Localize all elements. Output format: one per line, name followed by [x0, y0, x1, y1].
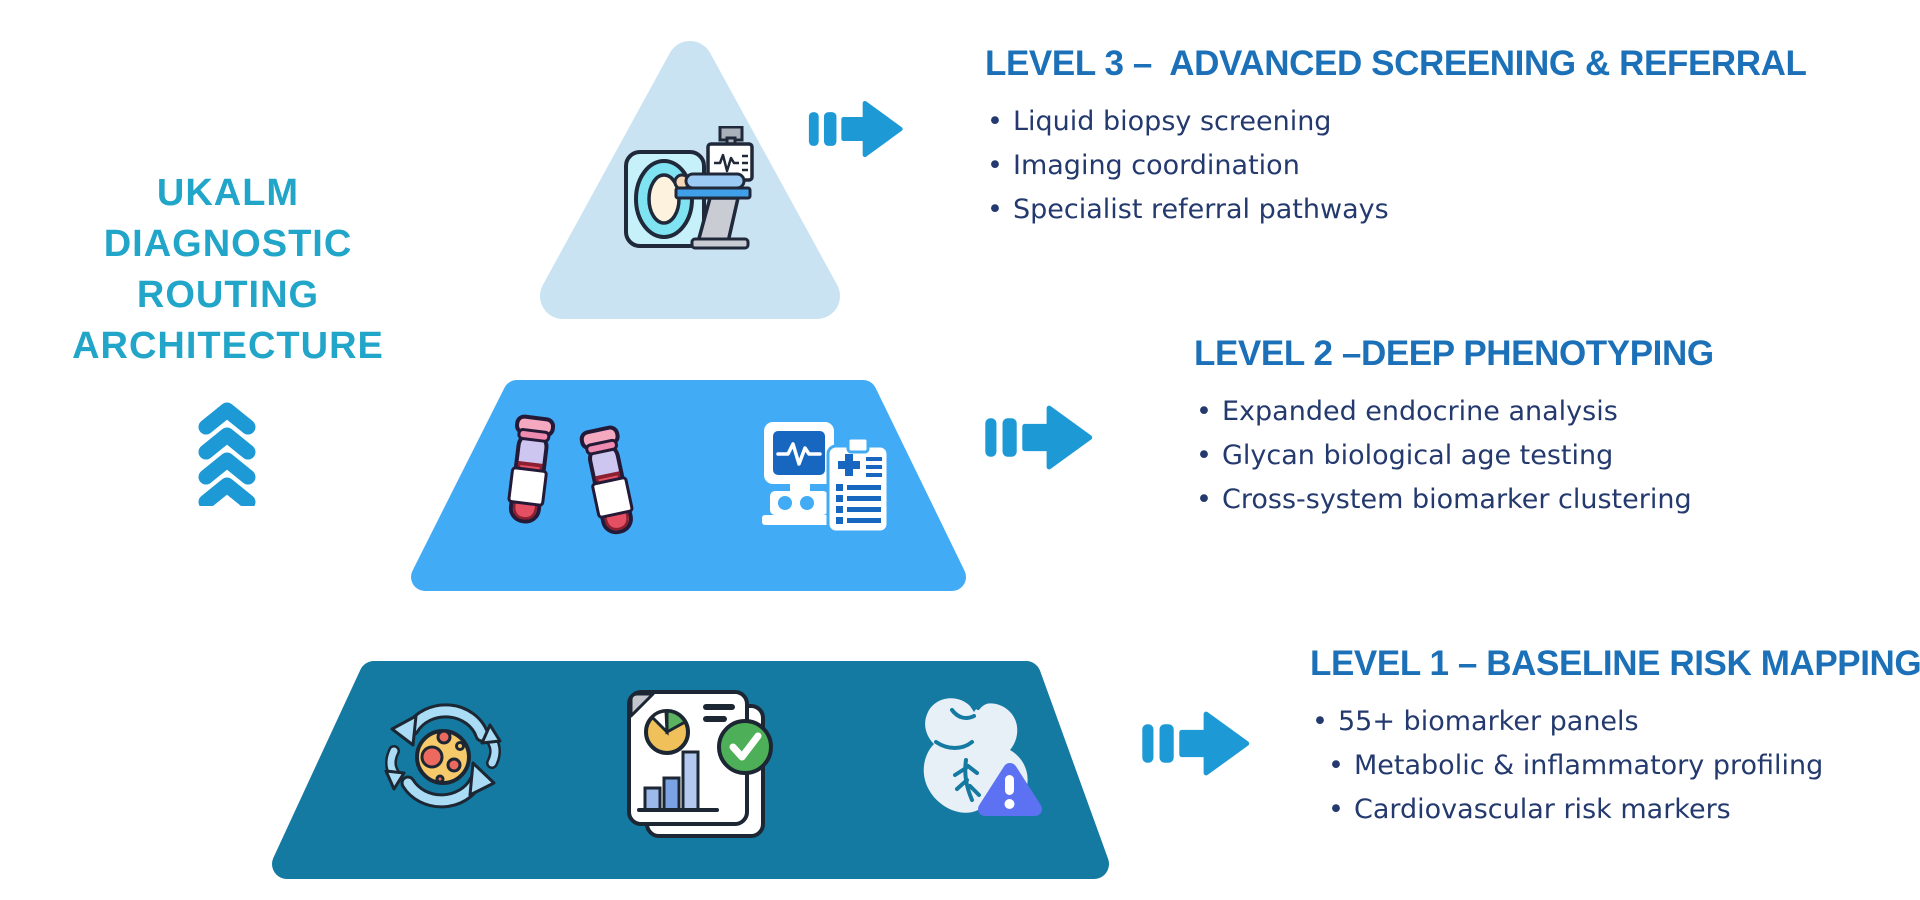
chevrons-up-icon — [198, 402, 256, 506]
level-2-heading: LEVEL 2 –DEEP PHENOTYPING — [1194, 334, 1714, 373]
title-line-2: ROUTING — [136, 274, 320, 316]
level-2-bullet-list: Expanded endocrine analysis Glycan biolo… — [1194, 390, 1920, 522]
arrow-right-level3-icon — [808, 95, 904, 163]
level-1-bullet-list: 55+ biomarker panels Metabolic & inflamm… — [1310, 700, 1920, 832]
bullet-item: Liquid biopsy screening — [985, 100, 1825, 144]
vitals-monitor-clipboard-icon — [762, 422, 890, 534]
bullet-text: Liquid biopsy screening — [1013, 106, 1332, 137]
bullet-item: Specialist referral pathways — [985, 188, 1825, 232]
bullet-text: Metabolic & inflammatory profiling — [1354, 750, 1824, 781]
metabolic-cycle-icon — [384, 703, 502, 809]
bullet-text: 55+ biomarker panels — [1338, 706, 1639, 737]
bullet-text: Cardiovascular risk markers — [1354, 794, 1731, 825]
title-line-1: UKALM DIAGNOSTIC — [103, 172, 353, 265]
blood-sample-tubes-icon — [507, 414, 634, 535]
bullet-text: Expanded endocrine analysis — [1222, 396, 1618, 427]
bullet-text: Cross-system biomarker clustering — [1222, 484, 1692, 515]
arrow-right-level2-icon — [984, 399, 1094, 476]
level-1-section: LEVEL 1 – BASELINE RISK MAPPING 55+ biom… — [1310, 642, 1920, 832]
mri-scanner-icon — [624, 126, 754, 250]
bullet-item: Metabolic & inflammatory profiling — [1326, 744, 1920, 788]
arrow-right-level1-icon — [1141, 705, 1251, 782]
bullet-text: Glycan biological age testing — [1222, 440, 1614, 471]
level-3-bullet-list: Liquid biopsy screening Imaging coordina… — [985, 100, 1825, 232]
level-2-section: LEVEL 2 –DEEP PHENOTYPING Expanded endoc… — [1194, 332, 1920, 522]
bullet-text: Specialist referral pathways — [1013, 194, 1389, 225]
bullet-item: Imaging coordination — [985, 144, 1825, 188]
bullet-item: Expanded endocrine analysis — [1194, 390, 1920, 434]
bullet-item: 55+ biomarker panels — [1310, 700, 1920, 744]
heart-risk-alert-icon — [923, 698, 1042, 816]
level-3-section: LEVEL 3 – ADVANCED SCREENING & REFERRAL … — [985, 42, 1825, 232]
title-line-3: ARCHITECTURE — [72, 325, 384, 367]
level-3-heading: LEVEL 3 – ADVANCED SCREENING & REFERRAL — [985, 44, 1807, 83]
bullet-item: Glycan biological age testing — [1194, 434, 1920, 478]
bullet-text: Imaging coordination — [1013, 150, 1300, 181]
risk-report-checklist-icon — [627, 690, 773, 838]
bullet-item: Cardiovascular risk markers — [1326, 788, 1920, 832]
diagram-title: UKALM DIAGNOSTIC ROUTING ARCHITECTURE — [27, 168, 429, 372]
level-1-heading: LEVEL 1 – BASELINE RISK MAPPING — [1310, 644, 1920, 683]
bullet-item: Cross-system biomarker clustering — [1194, 478, 1920, 522]
